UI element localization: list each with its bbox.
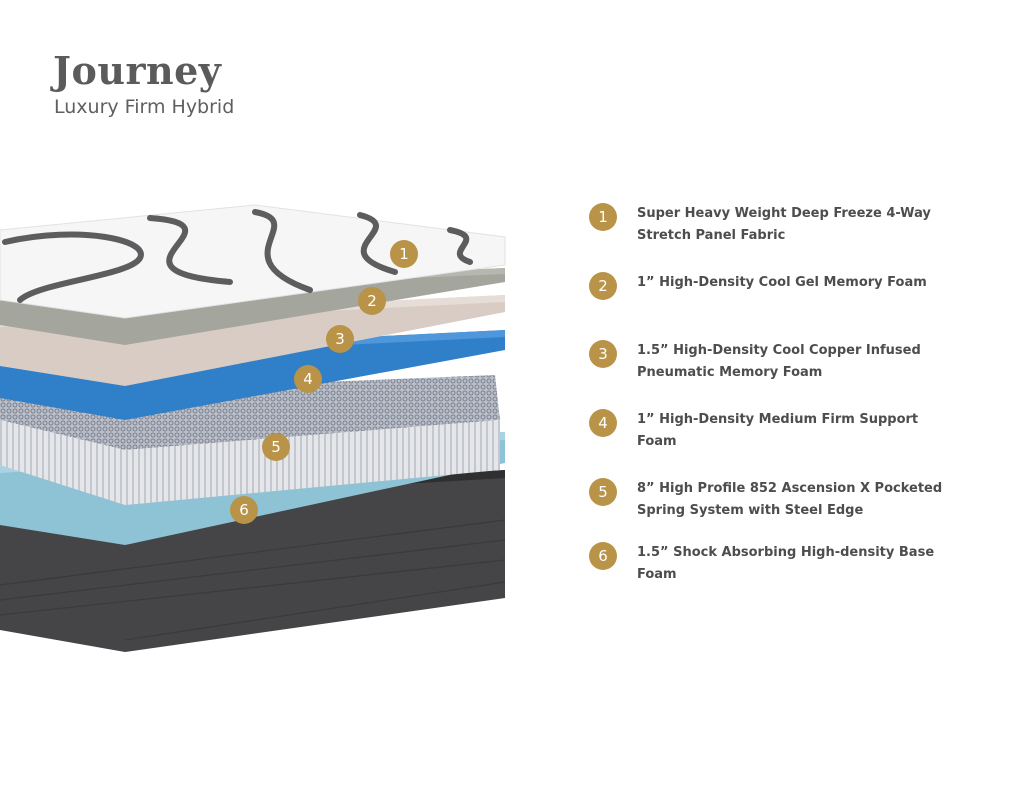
- badge-1: 1: [589, 203, 617, 231]
- diagram-marker-number: 4: [303, 370, 313, 388]
- legend-text-1: Super Heavy Weight Deep Freeze 4-Way Str…: [637, 206, 931, 243]
- legend-text-4: 1” High-Density Medium Firm Support Foam: [637, 412, 919, 449]
- diagram-marker-3: 3: [326, 325, 354, 353]
- legend-text-3: 1.5” High-Density Cool Copper Infused Pn…: [637, 343, 921, 380]
- legend-item-4: 4 1” High-Density Medium Firm Support Fo…: [589, 409, 957, 453]
- diagram-marker-circle: [326, 325, 354, 353]
- diagram-marker-1: 1: [390, 240, 418, 268]
- badge-5: 5: [589, 478, 617, 506]
- legend-item-2: 2 1” High-Density Cool Gel Memory Foam: [589, 272, 957, 300]
- badge-6: 6: [589, 542, 617, 570]
- diagram-marker-circle: [294, 365, 322, 393]
- legend-text-6: 1.5” Shock Absorbing High-density Base F…: [637, 545, 935, 582]
- legend-text-2: 1” High-Density Cool Gel Memory Foam: [637, 275, 927, 290]
- badge-2: 2: [589, 272, 617, 300]
- diagram-marker-circle: [390, 240, 418, 268]
- badge-3: 3: [589, 340, 617, 368]
- diagram-marker-circle: [358, 287, 386, 315]
- badge-4: 4: [589, 409, 617, 437]
- legend-item-5: 5 8” High Profile 852 Ascension X Pocket…: [589, 478, 957, 522]
- diagram-marker-4: 4: [294, 365, 322, 393]
- diagram-marker-6: 6: [230, 496, 258, 524]
- mattress-layer-diagram: 1 2 3 4 5 6: [0, 204, 506, 652]
- layer-1-cover: [0, 204, 506, 319]
- diagram-marker-2: 2: [358, 287, 386, 315]
- product-title: Journey: [53, 48, 222, 93]
- legend-item-1: 1 Super Heavy Weight Deep Freeze 4-Way S…: [589, 203, 957, 247]
- diagram-marker-5: 5: [262, 433, 290, 461]
- legend-item-6: 6 1.5” Shock Absorbing High-density Base…: [589, 542, 957, 586]
- diagram-marker-number: 3: [335, 330, 345, 348]
- legend-item-3: 3 1.5” High-Density Cool Copper Infused …: [589, 340, 957, 384]
- diagram-marker-number: 2: [367, 292, 377, 310]
- diagram-marker-circle: [262, 433, 290, 461]
- diagram-marker-circle: [230, 496, 258, 524]
- legend-text-5: 8” High Profile 852 Ascension X Pocketed…: [637, 481, 943, 518]
- diagram-marker-number: 6: [239, 501, 249, 519]
- product-subtitle: Luxury Firm Hybrid: [54, 96, 235, 118]
- diagram-marker-number: 1: [399, 245, 409, 263]
- diagram-marker-number: 5: [271, 438, 281, 456]
